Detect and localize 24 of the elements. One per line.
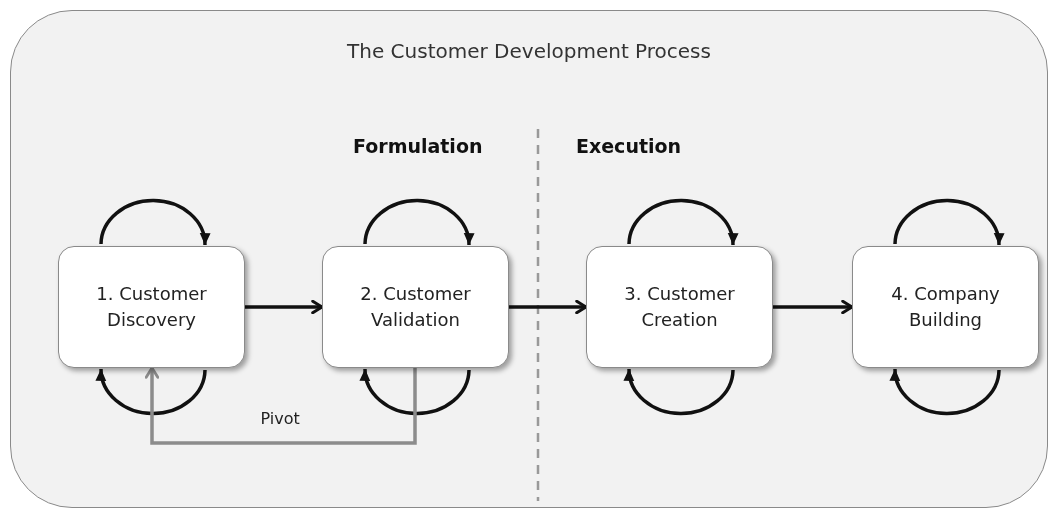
loop-arrow [890,368,1001,416]
loop-arrow [893,198,1004,246]
phase-label: Execution [576,135,682,157]
stage-box [586,246,773,368]
stage-box [852,246,1039,368]
loop-arrow [96,368,207,416]
stage-box [58,246,245,368]
panel-heading: The Customer Development Process [346,39,712,63]
loop-arrow [627,198,738,246]
arrow [773,299,854,315]
loop-arrow [624,368,735,416]
phase-label: Formulation [353,135,483,157]
stage-label: 4. Company Building [890,282,1001,332]
stage-label: 3. Customer Creation [623,282,736,332]
loop-arrow [360,368,471,416]
arrow [509,299,588,315]
arrow [144,366,417,445]
stage-label: 2. Customer Validation [359,282,472,332]
loop-arrow [99,198,210,246]
loop-arrow [363,198,474,246]
arrow [245,299,324,315]
stage-box [322,246,509,368]
stage-label: 1. Customer Discovery [95,282,208,332]
process-panel [10,10,1048,508]
